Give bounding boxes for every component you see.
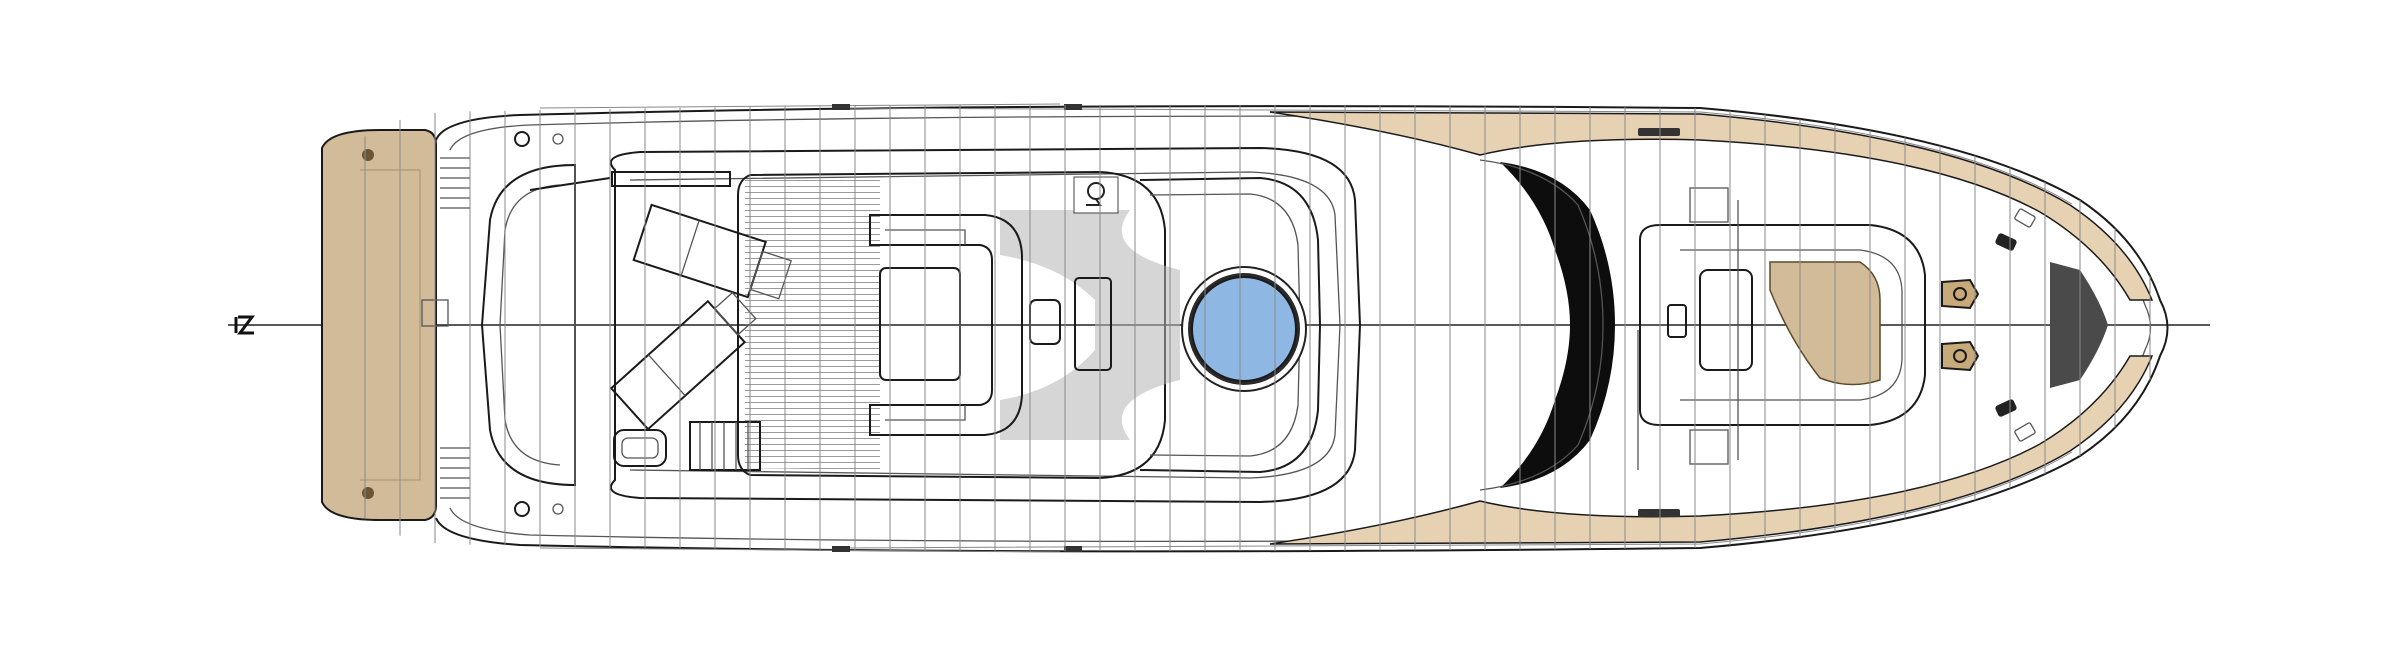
flybridge-inner xyxy=(629,171,1341,479)
helm-console xyxy=(1074,277,1112,371)
hatch-icon xyxy=(1667,304,1687,338)
sun-lounger-lower xyxy=(609,291,757,431)
side-hatch xyxy=(1689,187,1729,223)
helm-seat xyxy=(1029,299,1061,345)
side-fairlead xyxy=(1638,509,1680,517)
forward-sunpad xyxy=(1139,176,1322,474)
side-rail xyxy=(539,103,1061,109)
rail-stanchion xyxy=(832,546,850,552)
foredeck-hatch xyxy=(1699,269,1753,371)
bollard xyxy=(552,133,564,145)
dinette-cushion xyxy=(885,405,966,421)
dinette-table xyxy=(879,267,961,381)
bollard xyxy=(514,501,530,517)
anchor-locker xyxy=(2050,262,2108,388)
foredeck-sunpad xyxy=(1639,224,1926,426)
jacuzzi xyxy=(1181,266,1307,392)
rail-stanchion xyxy=(1064,104,1082,110)
hull-rubrail xyxy=(839,451,2073,549)
side-fairlead xyxy=(1638,128,1680,136)
flybridge-outline xyxy=(609,146,1362,504)
teak-side-deck-starboard xyxy=(1269,355,2154,545)
side-vent xyxy=(2014,208,2036,228)
cooler-box-lid xyxy=(621,437,659,459)
grey-deck-area xyxy=(745,178,880,470)
windshield xyxy=(1500,162,1615,488)
foredeck-sunpad-inner xyxy=(1680,249,1903,401)
bollard xyxy=(552,503,564,515)
centerline-marker-icon xyxy=(234,315,255,335)
bow-cleat xyxy=(1995,399,2017,417)
cooler-box xyxy=(613,429,667,467)
wet-bar-rail xyxy=(529,177,611,191)
anchor-windlass-starboard xyxy=(1941,340,1980,372)
foredeck-teak-cushion xyxy=(1769,261,1881,386)
wet-bar xyxy=(611,171,731,187)
hull-outline xyxy=(435,105,2169,553)
platform-cleat xyxy=(362,149,374,161)
side-rail xyxy=(539,547,1061,553)
transom-steps xyxy=(440,157,470,499)
teak-side-deck-port xyxy=(1269,111,2154,301)
platform-cleat xyxy=(362,487,374,499)
windshield-frame xyxy=(1479,159,1604,491)
hull-rubrail xyxy=(839,107,2073,205)
anchor-windlass-port xyxy=(1941,278,1980,310)
helm-wheel-icon xyxy=(1073,176,1119,214)
aft-cockpit-inner xyxy=(499,184,561,466)
swim-platform xyxy=(321,129,437,521)
flybridge-stairs xyxy=(689,421,761,471)
bollard xyxy=(514,131,530,147)
dinette-seat xyxy=(869,214,1023,436)
side-vent xyxy=(2014,422,2036,442)
rail-stanchion xyxy=(832,104,850,110)
rail-stanchion xyxy=(1064,546,1082,552)
side-hatch xyxy=(1689,429,1729,465)
dinette-cushion xyxy=(885,229,966,245)
hardtop-outline xyxy=(737,170,1166,480)
bow-cleat xyxy=(1995,233,2017,251)
